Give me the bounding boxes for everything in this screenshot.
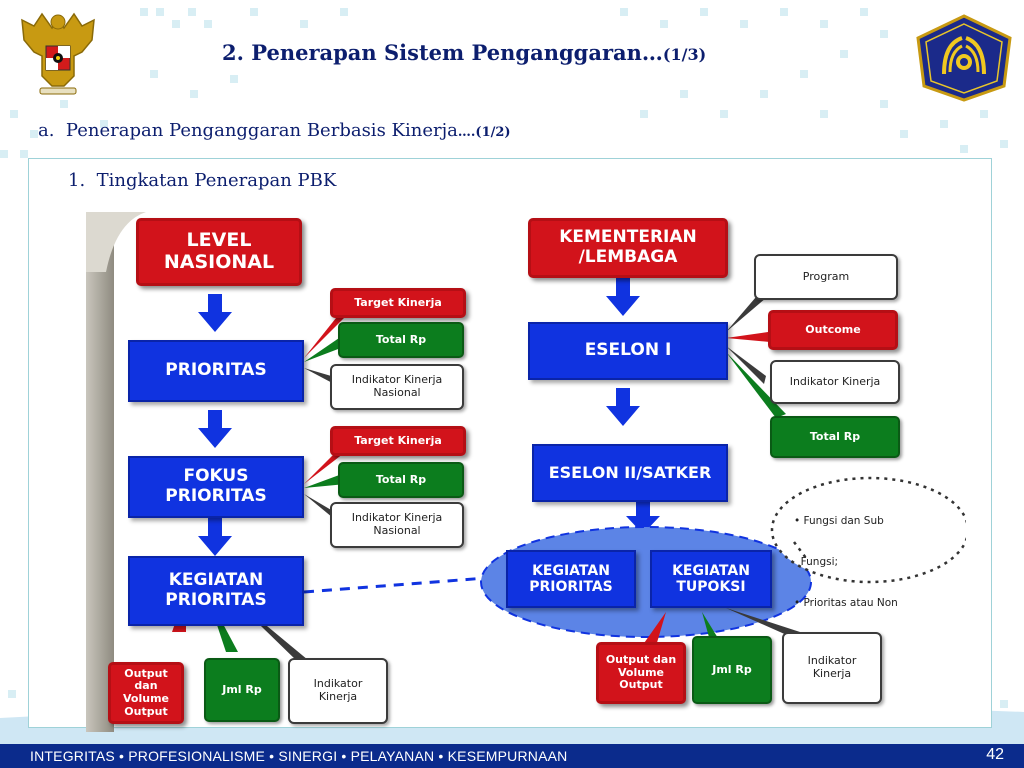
footer-bar: INTEGRITAS • PROFESIONALISME • SINERGI •… bbox=[0, 744, 1024, 768]
program-callout: Program bbox=[754, 254, 898, 300]
outcome-callout: Outcome bbox=[768, 310, 898, 350]
total-rp-callout-right: Total Rp bbox=[770, 416, 900, 458]
total-rp-callout-2: Total Rp bbox=[338, 462, 464, 498]
jml-rp-box-right: Jml Rp bbox=[692, 636, 772, 704]
jml-rp-box-left: Jml Rp bbox=[204, 658, 280, 722]
kementerian-lembaga-box: KEMENTERIAN/LEMBAGA bbox=[528, 218, 728, 278]
list-item-heading: 1. Tingkatan Penerapan PBK bbox=[68, 170, 337, 191]
garuda-emblem-icon bbox=[21, 12, 95, 95]
ministry-of-finance-emblem-icon bbox=[916, 14, 1012, 102]
subheading-suffix: ….(1/2) bbox=[457, 125, 511, 140]
subheading: a. Penerapan Penganggaran Berbasis Kiner… bbox=[38, 120, 511, 141]
target-kinerja-callout-1: Target Kinerja bbox=[330, 288, 466, 318]
subheading-prefix: a. bbox=[38, 120, 55, 141]
page-title: 2. Penerapan Sistem Penganggaran…(1/3) bbox=[222, 40, 707, 65]
prioritas-box: PRIORITAS bbox=[128, 340, 304, 402]
indikator-kinerja-callout-right: Indikator Kinerja bbox=[770, 360, 900, 404]
footer-motto: INTEGRITAS • PROFESIONALISME • SINERGI •… bbox=[30, 748, 568, 764]
target-kinerja-callout-2: Target Kinerja bbox=[330, 426, 466, 456]
eselon-i-box: ESELON I bbox=[528, 322, 728, 380]
page-number: 42 bbox=[986, 746, 1004, 763]
subheading-text: Penerapan Penganggaran Berbasis Kinerja bbox=[65, 120, 458, 141]
total-rp-callout-1: Total Rp bbox=[338, 322, 464, 358]
eselon-ii-satker-box: ESELON II/SATKER bbox=[532, 444, 728, 502]
